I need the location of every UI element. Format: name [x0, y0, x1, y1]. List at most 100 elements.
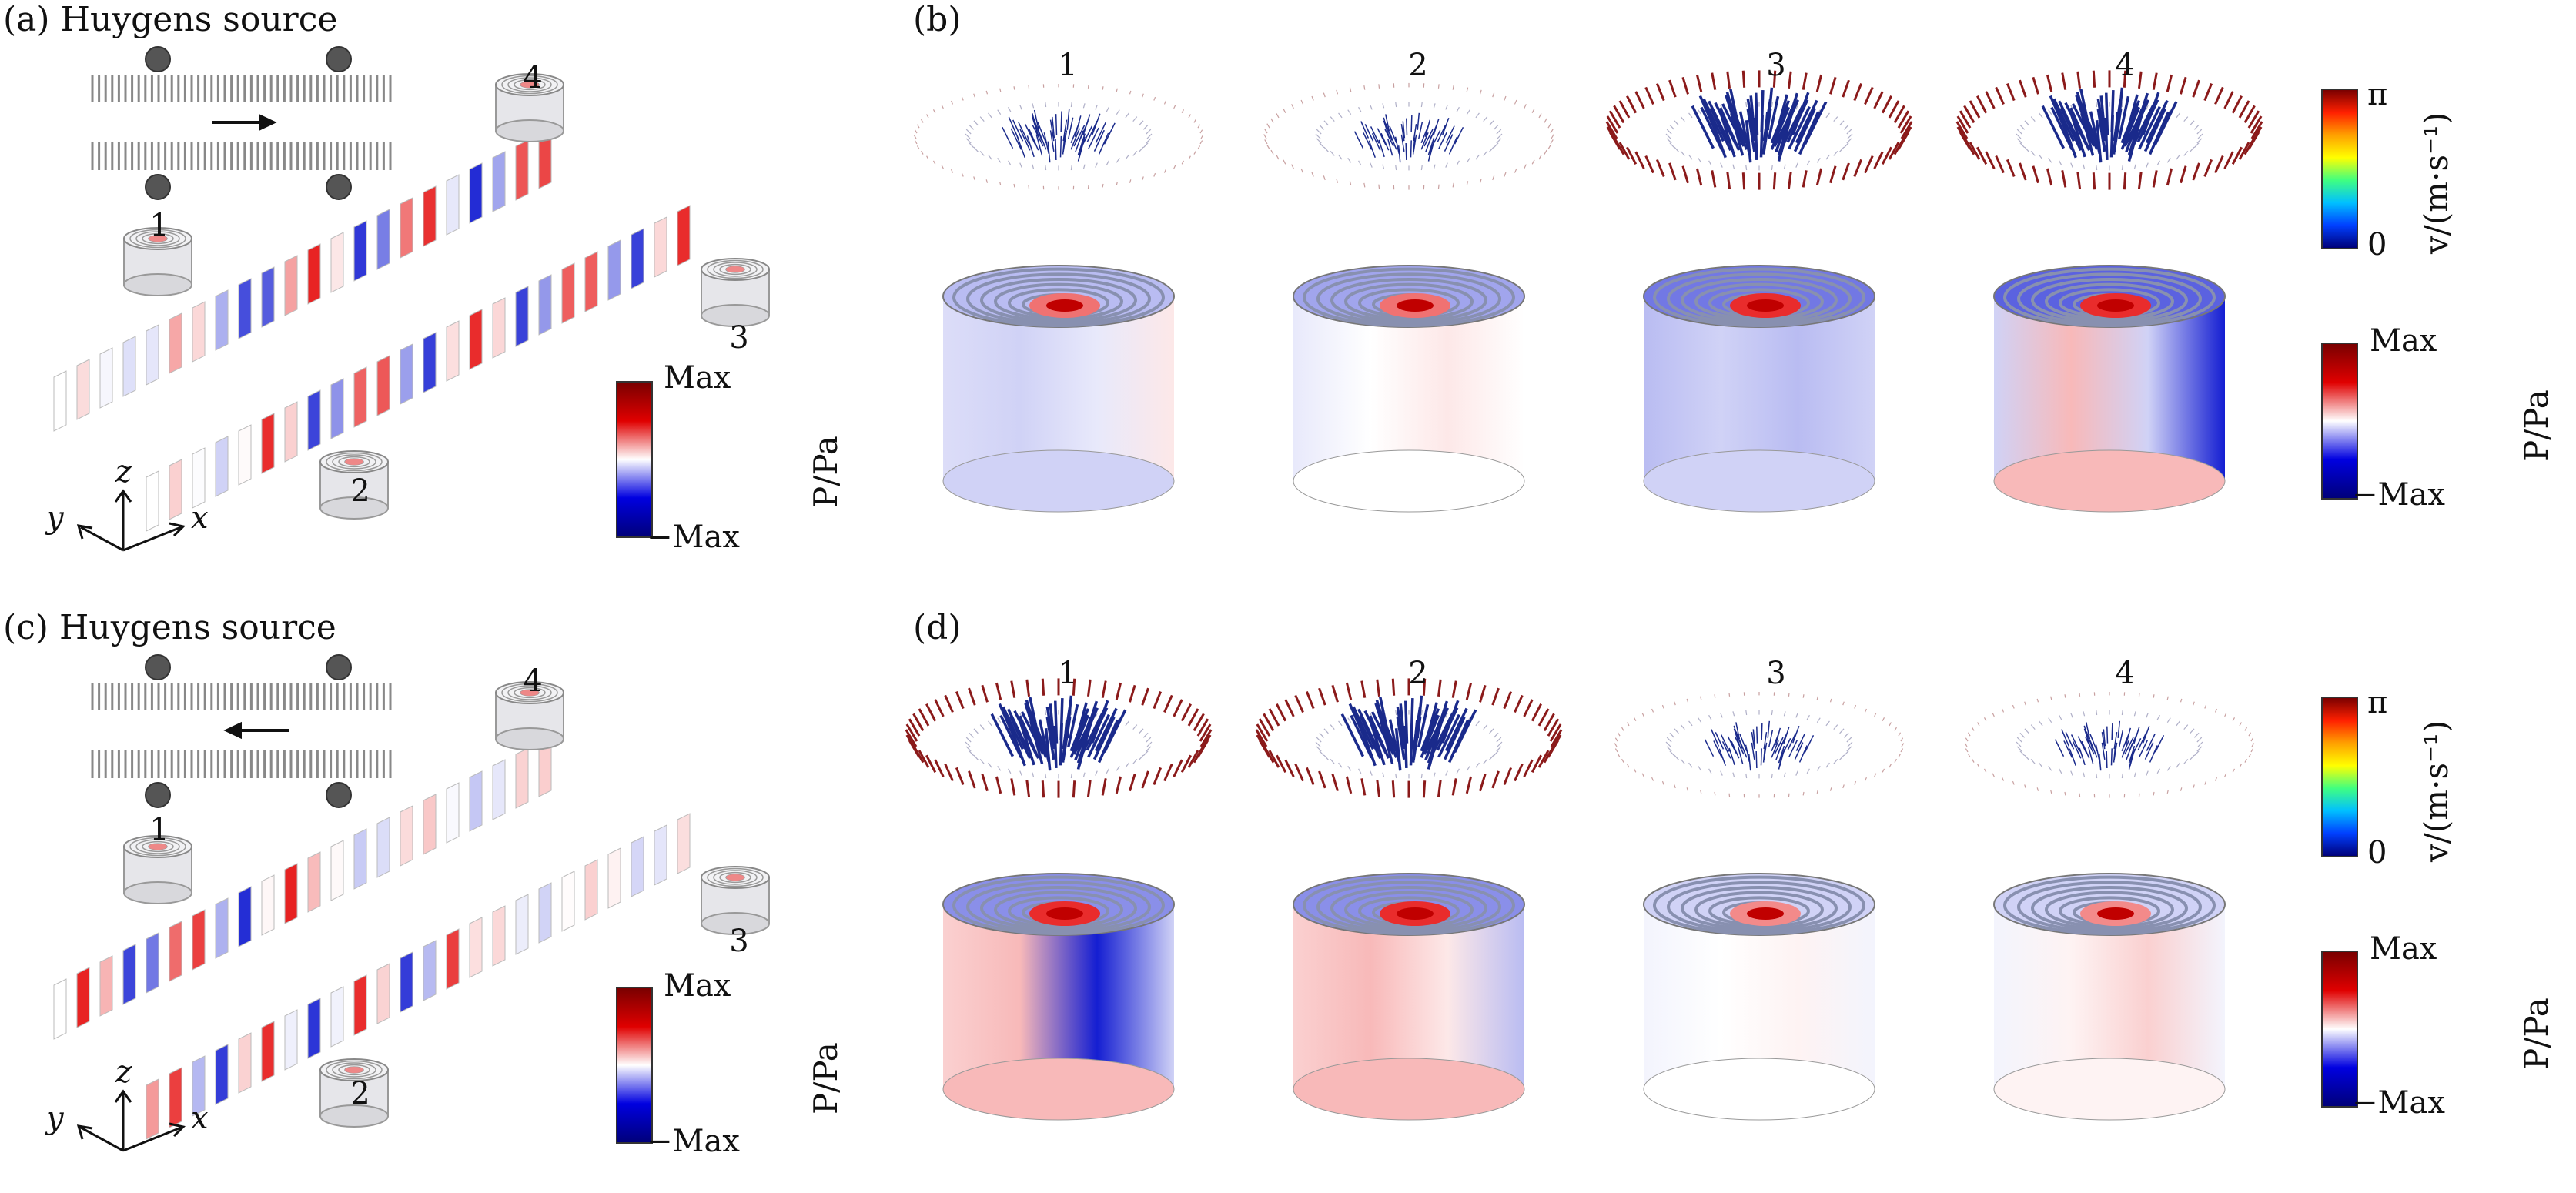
panel-d-num-4: 4: [2102, 656, 2148, 691]
lower-guide-plate: [262, 413, 274, 473]
lower-guide-plate: [539, 883, 551, 943]
pressure-colorbar-b: [2321, 343, 2358, 500]
lower-guide-plate: [608, 240, 621, 300]
upper-guide-plate: [100, 956, 112, 1016]
pressure-resonator-1: [943, 874, 1174, 1120]
pressure-colorbar-a: [616, 381, 653, 538]
lower-guide-plate: [239, 425, 251, 485]
upper-guide-plate: [100, 348, 112, 408]
lower-guide-plate: [354, 975, 366, 1035]
lower-guide-plate: [516, 894, 528, 954]
upper-guide-plate: [493, 760, 505, 820]
upper-guide-plate: [123, 336, 135, 396]
velocity-colorbar-d: [2321, 697, 2358, 857]
panel-b-num-1: 1: [1045, 48, 1091, 83]
upper-guide-plate: [169, 921, 182, 981]
axis-z-label-a: z: [115, 454, 132, 490]
panel-b-num-3: 3: [1753, 48, 1799, 83]
resonator-2-label-a: 2: [337, 473, 383, 509]
upper-guide-plate: [239, 279, 251, 339]
velocity-min-b: 0: [2367, 227, 2387, 262]
velocity-max-d: π: [2367, 685, 2387, 720]
upper-guide-plate: [516, 140, 528, 200]
pressure-resonator-1: [943, 266, 1174, 512]
upper-guide-plate: [77, 967, 89, 1028]
velocity-colorbar-b: [2321, 89, 2358, 249]
pressure-min-d: −Max: [2352, 1085, 2445, 1121]
panel-c-label: (c) Huygens source: [3, 608, 336, 647]
panel-d-row: [916, 654, 2340, 1162]
upper-guide-plate: [239, 887, 251, 947]
upper-guide-plate: [123, 944, 135, 1004]
lower-guide-plate: [285, 1010, 297, 1070]
lower-guide-plate: [539, 275, 551, 335]
upper-guide-plate: [377, 817, 390, 877]
upper-guide-plate: [470, 771, 482, 831]
upper-guide-plate: [216, 898, 228, 958]
velocity-min-d: 0: [2367, 835, 2387, 871]
lower-guide-plate: [516, 286, 528, 346]
lower-guide-plate: [216, 1044, 228, 1104]
lower-guide-plate: [631, 229, 644, 289]
lower-guide-plate: [585, 252, 597, 312]
velocity-field-1: [906, 678, 1211, 797]
axis-y-label-a: y: [46, 500, 64, 536]
upper-guide-plate: [447, 175, 459, 235]
upper-guide-plate: [493, 152, 505, 212]
lower-guide-plate: [585, 860, 597, 920]
upper-guide-plate: [423, 186, 436, 246]
lower-guide-plate: [377, 964, 390, 1024]
lower-guide-plate: [377, 356, 390, 416]
upper-guide-plate: [308, 852, 320, 912]
upper-guide-plate: [262, 267, 274, 327]
lower-guide-plate: [239, 1033, 251, 1093]
upper-guide-plate: [262, 875, 274, 935]
upper-guide-plate: [192, 302, 205, 362]
resonator-1-label-a: 1: [136, 208, 182, 243]
panel-d-label: (d): [913, 608, 962, 647]
lower-guide-plate: [331, 379, 343, 439]
panel-b-label: (b): [913, 0, 962, 39]
pressure-unit-c: P/Pa: [807, 1042, 845, 1114]
upper-guide-plate: [308, 244, 320, 304]
upper-guide-plate: [516, 748, 528, 808]
upper-guide-plate: [192, 910, 205, 970]
panel-d-num-3: 3: [1753, 656, 1799, 691]
axis-x-label-c: x: [191, 1101, 209, 1136]
velocity-field-4: [1957, 70, 2262, 189]
lower-guide-plate: [216, 436, 228, 496]
upper-guide-plate: [354, 221, 366, 281]
lower-guide-plate: [562, 871, 574, 931]
pressure-min-b: −Max: [2352, 477, 2445, 513]
pressure-unit-a: P/Pa: [807, 436, 845, 508]
lower-guide-plate: [654, 217, 667, 277]
upper-guide-plate: [354, 829, 366, 889]
pressure-resonator-3: [1644, 266, 1875, 512]
upper-guide-plate: [146, 933, 159, 993]
velocity-field-3: [1614, 692, 1903, 798]
panel-b-num-2: 2: [1395, 48, 1441, 83]
lower-guide-plate: [562, 263, 574, 323]
upper-guide-plate: [146, 325, 159, 385]
velocity-max-b: π: [2367, 77, 2387, 112]
pressure-resonator-4: [1994, 874, 2225, 1120]
pressure-unit-b: P/Pa: [2517, 389, 2555, 462]
pressure-max-b: Max: [2370, 323, 2437, 359]
resonator-1-label-c: 1: [136, 812, 182, 847]
pressure-max-c: Max: [664, 968, 731, 1004]
lower-guide-plate: [470, 309, 482, 369]
lower-guide-plate: [447, 929, 459, 989]
axis-y-label-c: y: [46, 1101, 64, 1136]
lower-guide-plate: [654, 825, 667, 885]
lower-guide-plate: [677, 206, 690, 266]
upper-guide-plate: [169, 313, 182, 373]
pressure-min-c: −Max: [647, 1124, 740, 1159]
lower-guide-plate: [470, 917, 482, 977]
upper-guide-plate: [285, 864, 297, 924]
axis-x-label-a: x: [191, 500, 209, 536]
upper-guide-plate: [470, 163, 482, 223]
velocity-field-4: [1965, 692, 2253, 798]
velocity-field-2: [1264, 83, 1554, 190]
upper-guide-plate: [447, 783, 459, 843]
upper-guide-plate: [77, 359, 89, 419]
